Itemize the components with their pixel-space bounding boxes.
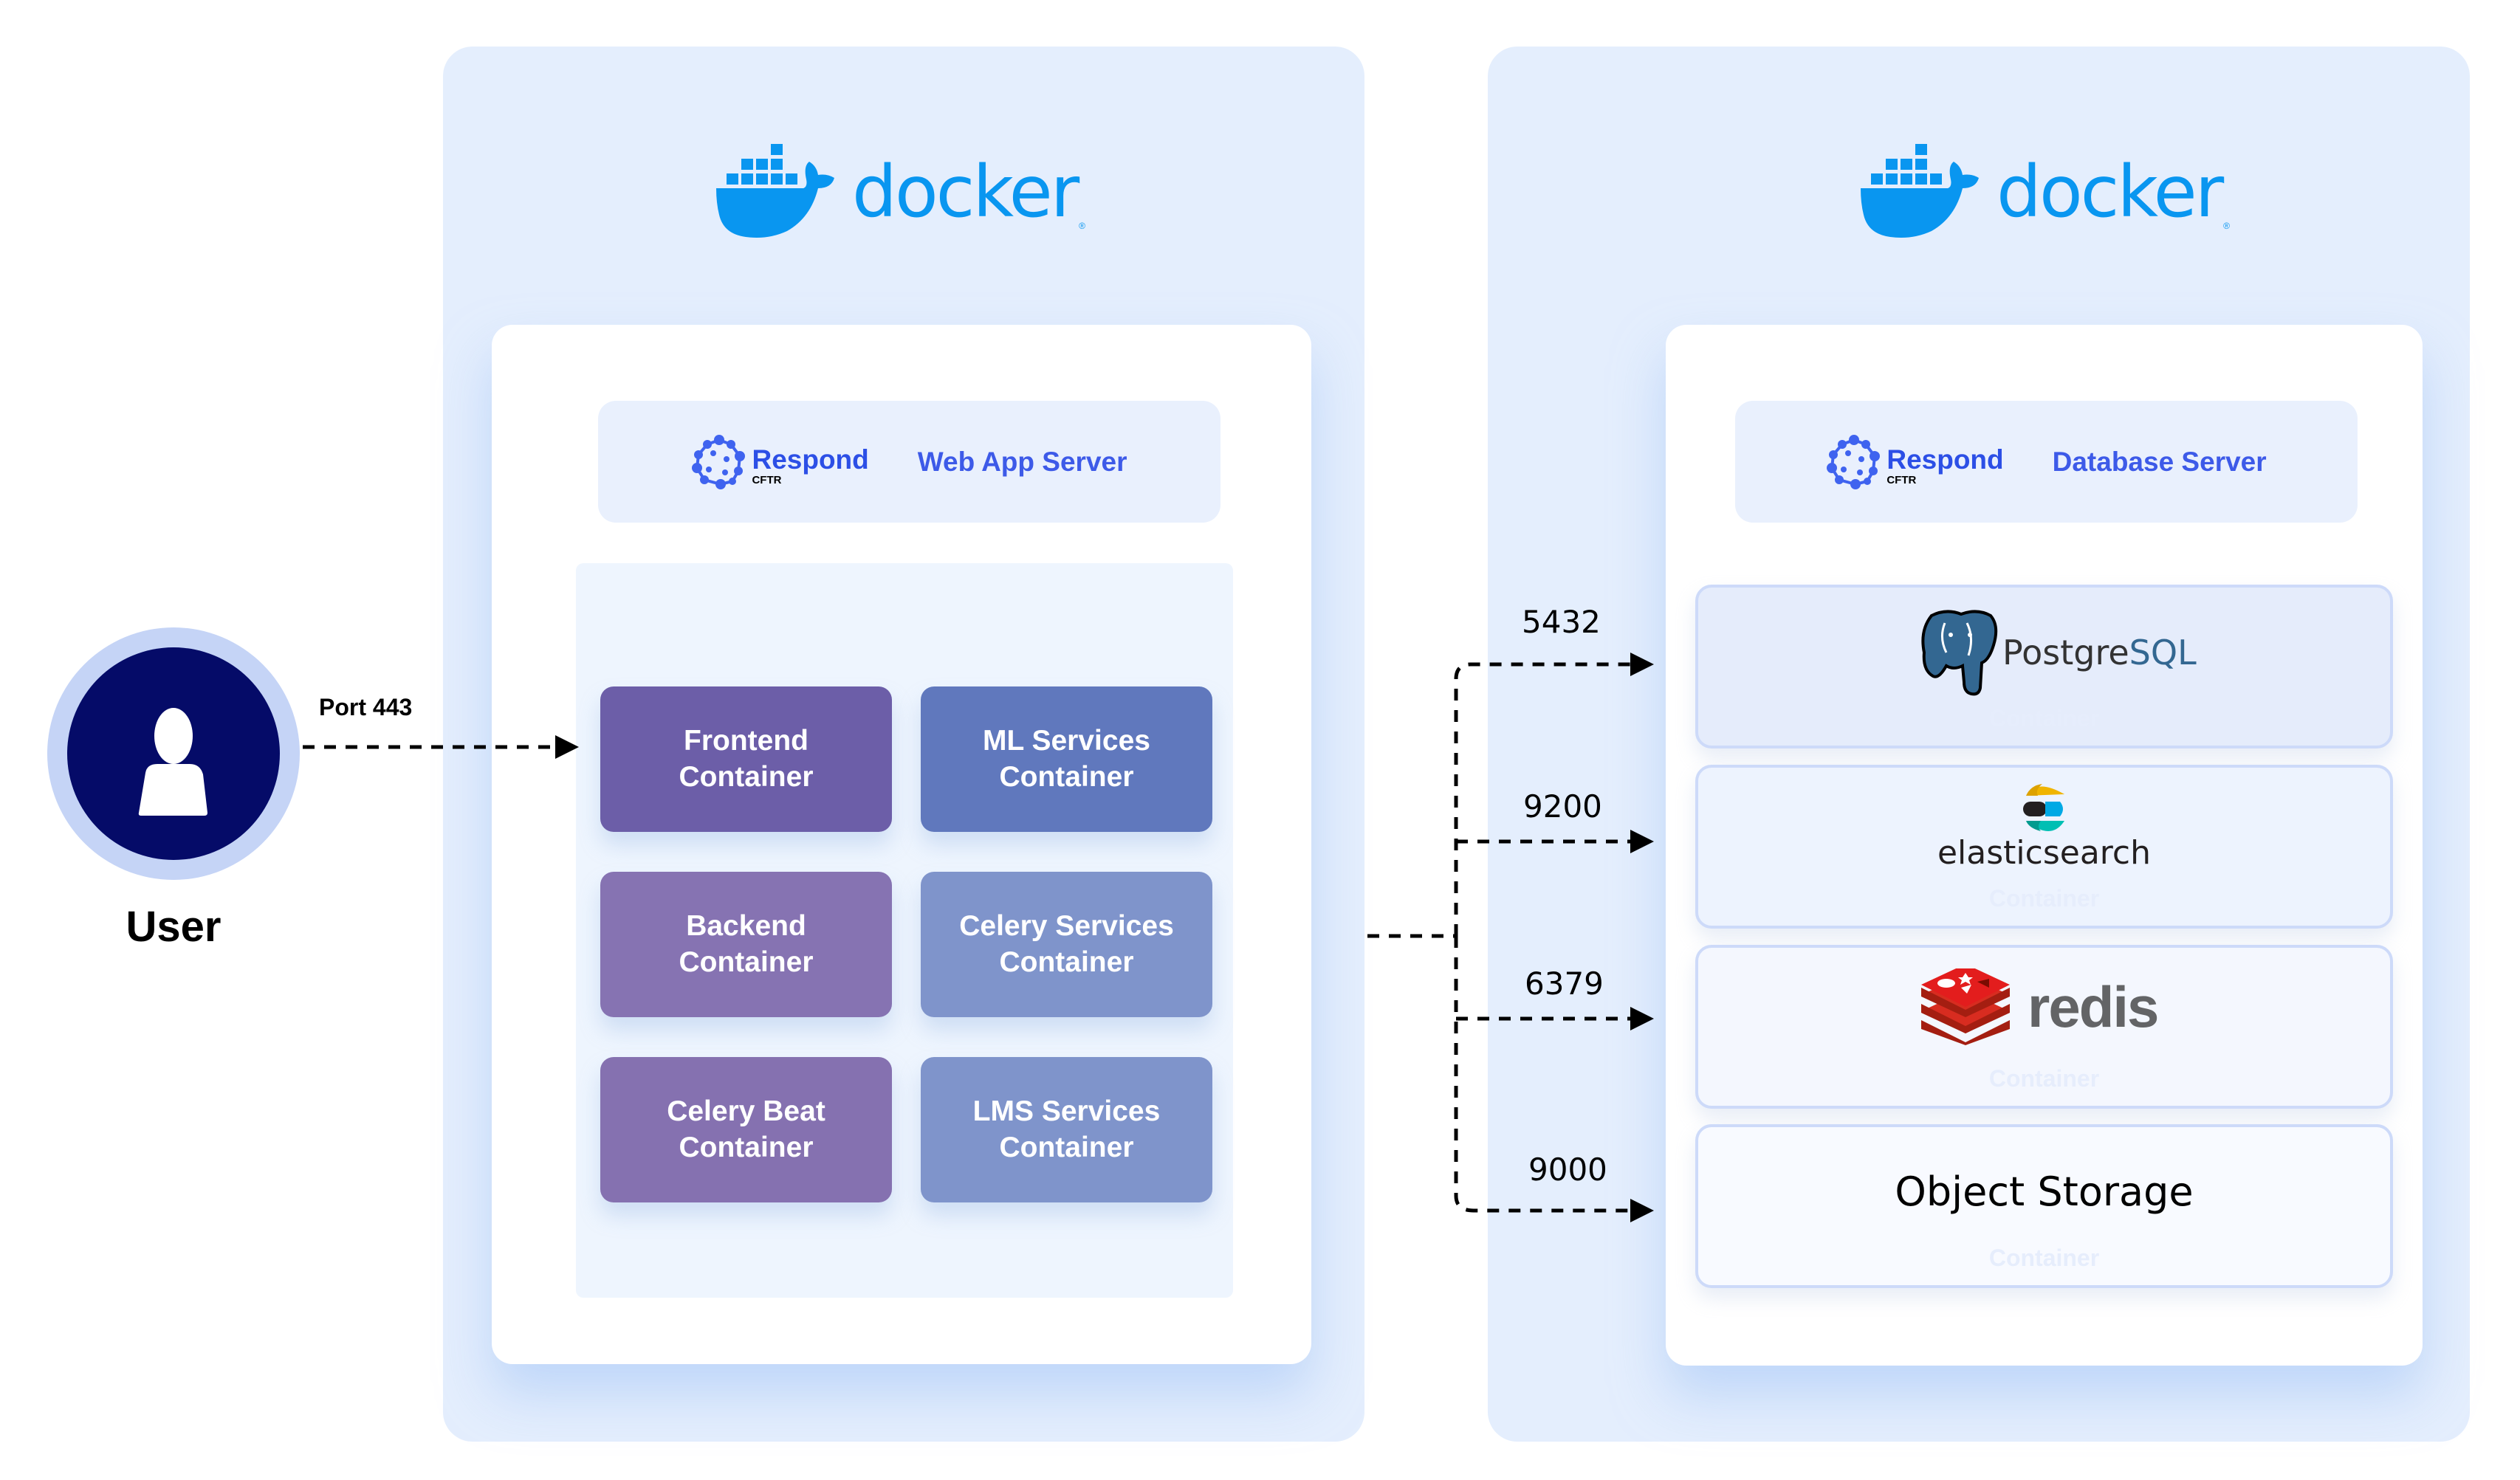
container-type: Container [679,946,814,978]
port-9200-label: 9200 [1523,788,1602,825]
container-name: Celery Beat [667,1095,825,1127]
arrowhead-icon [1630,830,1654,853]
port-443-label: Port 443 [319,694,413,720]
elasticsearch-wordmark: elasticsearch [1937,834,2151,872]
container-type: Container [999,760,1134,793]
elasticsearch-container[interactable]: elasticsearch Container [1695,765,2393,929]
database-server-title: Database Server [2052,446,2267,477]
container-ghost-label: Container [1988,1245,2100,1271]
container-name: ML Services [983,724,1150,757]
container-name: Celery Services [959,909,1174,942]
redis-container[interactable]: redis Container [1695,945,2393,1109]
docker-whale-icon [716,144,834,238]
user-avatar [67,647,280,860]
respond-name: Respond [1886,444,2004,475]
container-name: Backend [686,909,806,942]
port-5432-label: 5432 [1522,604,1601,640]
docker-logo-web: docker ® [716,144,1085,240]
redis-icon [1921,968,2010,1045]
postgresql-wordmark-b: SQL [2129,633,2197,672]
respond-name: Respond [752,444,869,475]
object-storage-container[interactable]: Object Storage Container [1695,1124,2393,1288]
container-ghost-label: Container [1988,705,2100,732]
arrowhead-icon [1630,653,1654,676]
redis-wordmark: redis [2028,974,2159,1039]
arrowhead-icon [1630,1199,1654,1222]
registered-mark: ® [2223,221,2230,231]
docker-wordmark: docker [1997,151,2224,233]
user-icon [138,708,207,816]
respond-sub: CFTR [752,473,782,486]
docker-wordmark: docker [852,151,1079,233]
web-app-server-banner: Respond CFTR Web App Server [598,401,1220,523]
user-label: User [126,903,222,951]
elasticsearch-icon [2023,784,2064,831]
container-type: Container [999,946,1134,978]
arrowhead-icon [555,735,579,759]
docker-whale-icon [1861,144,1979,238]
registered-mark: ® [1079,221,1085,231]
web-app-server-title: Web App Server [917,446,1127,477]
object-storage-label: Object Storage [1895,1168,2194,1215]
arrowhead-icon [1630,1007,1654,1030]
postgresql-elephant-icon [1921,610,1998,696]
container-ghost-label: Container [1988,1065,2100,1092]
connector-9000 [1454,936,1633,1213]
container-type: Container [679,760,814,793]
container-type: Container [679,1131,814,1163]
connector-5432 [1454,662,1639,936]
container-type: Container [999,1131,1134,1163]
respond-logo-icon [1827,434,1881,489]
respond-brand: Respond CFTR [691,434,869,490]
container-name: Frontend [684,724,808,757]
respond-sub: CFTR [1886,473,1917,486]
respond-logo-icon [692,434,746,489]
docker-logo-db: docker ® [1861,144,2230,240]
port-9000-label: 9000 [1528,1152,1607,1188]
respond-brand: Respond CFTR [1826,434,2004,490]
port-6379-label: 6379 [1525,966,1604,1002]
container-name: LMS Services [972,1095,1161,1127]
database-server-banner: Respond CFTR Database Server [1735,401,2358,523]
container-ghost-label: Container [1988,885,2100,912]
postgresql-wordmark-a: Postgre [2002,633,2129,672]
